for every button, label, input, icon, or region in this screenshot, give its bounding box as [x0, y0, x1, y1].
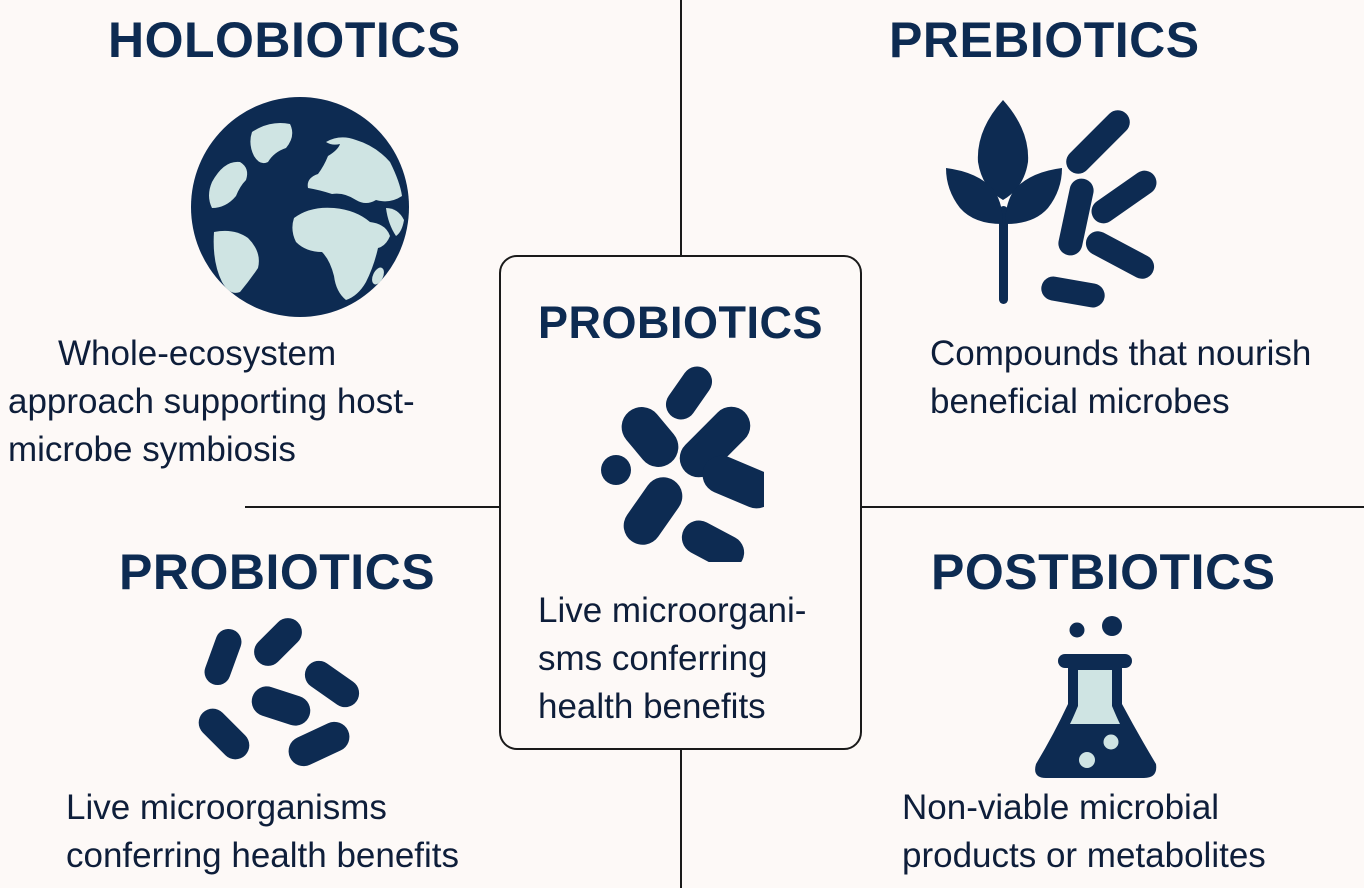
probiotics-title: PROBIOTICS	[119, 544, 436, 600]
flask-icon	[1035, 616, 1157, 778]
vertical-divider-top	[680, 0, 682, 256]
prebiotics-title: PREBIOTICS	[889, 12, 1200, 68]
center-probiotics-description: Live microorgani- sms conferring health …	[538, 591, 807, 726]
center-probiotics-card: PROBIOTICS Live microorgani- sms conferr…	[499, 255, 862, 750]
center-probiotics-title: PROBIOTICS	[538, 297, 824, 348]
bacteria-cluster-icon	[198, 618, 360, 767]
globe-icon	[191, 97, 409, 317]
postbiotics-description: Non-viable microbial products or metabol…	[902, 788, 1266, 875]
prebiotics-description: Compounds that nourish beneficial microb…	[930, 334, 1312, 421]
horizontal-divider-left	[245, 506, 500, 508]
plant-with-bacteria-icon	[946, 100, 1157, 308]
probiotics-description: Live microorganisms conferring health be…	[66, 788, 460, 875]
holobiotics-title: HOLOBIOTICS	[108, 12, 461, 68]
horizontal-divider-right	[862, 506, 1364, 508]
postbiotics-title: POSTBIOTICS	[931, 544, 1276, 600]
holobiotics-description: Whole-ecosystem approach supporting host…	[8, 334, 415, 469]
bacteria-cluster-icon	[601, 366, 764, 562]
vertical-divider-bottom	[680, 750, 682, 888]
